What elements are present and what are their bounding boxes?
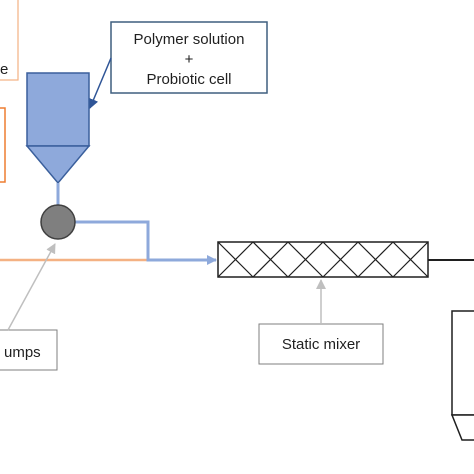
mixer-element-line [322, 241, 359, 278]
polymer-label-pointer [88, 57, 112, 109]
pumps-label-fragment: umps [4, 344, 41, 361]
mixer-element-line [392, 241, 429, 278]
left-label-box [0, 0, 19, 81]
collector-body [451, 310, 474, 416]
polymer-stream-line [75, 220, 217, 265]
polymer-label-line3: Probiotic cell [146, 71, 231, 88]
mixer-element-line [217, 241, 254, 278]
pumps-label-pointer [7, 243, 56, 331]
left-hopper-body [0, 107, 6, 183]
left-label-fragment: e [0, 61, 8, 78]
polymer-hopper-cone [25, 145, 91, 185]
polymer-hopper-body [26, 72, 90, 147]
polymer-label-line1: Polymer solution [134, 31, 245, 48]
pump-icon [40, 204, 76, 240]
static-mixer-label: Static mixer [282, 336, 360, 353]
polymer-label-line2: + [185, 51, 194, 68]
pumps-label-box [0, 329, 58, 371]
polymer-label-box [110, 21, 268, 94]
static-mixer [217, 241, 429, 278]
mixer-element-line [357, 241, 394, 278]
mixer-element-line [252, 241, 289, 278]
static-mixer-label-box [258, 323, 384, 365]
mixer-element-line [287, 241, 324, 278]
collector-cone [450, 414, 474, 441]
